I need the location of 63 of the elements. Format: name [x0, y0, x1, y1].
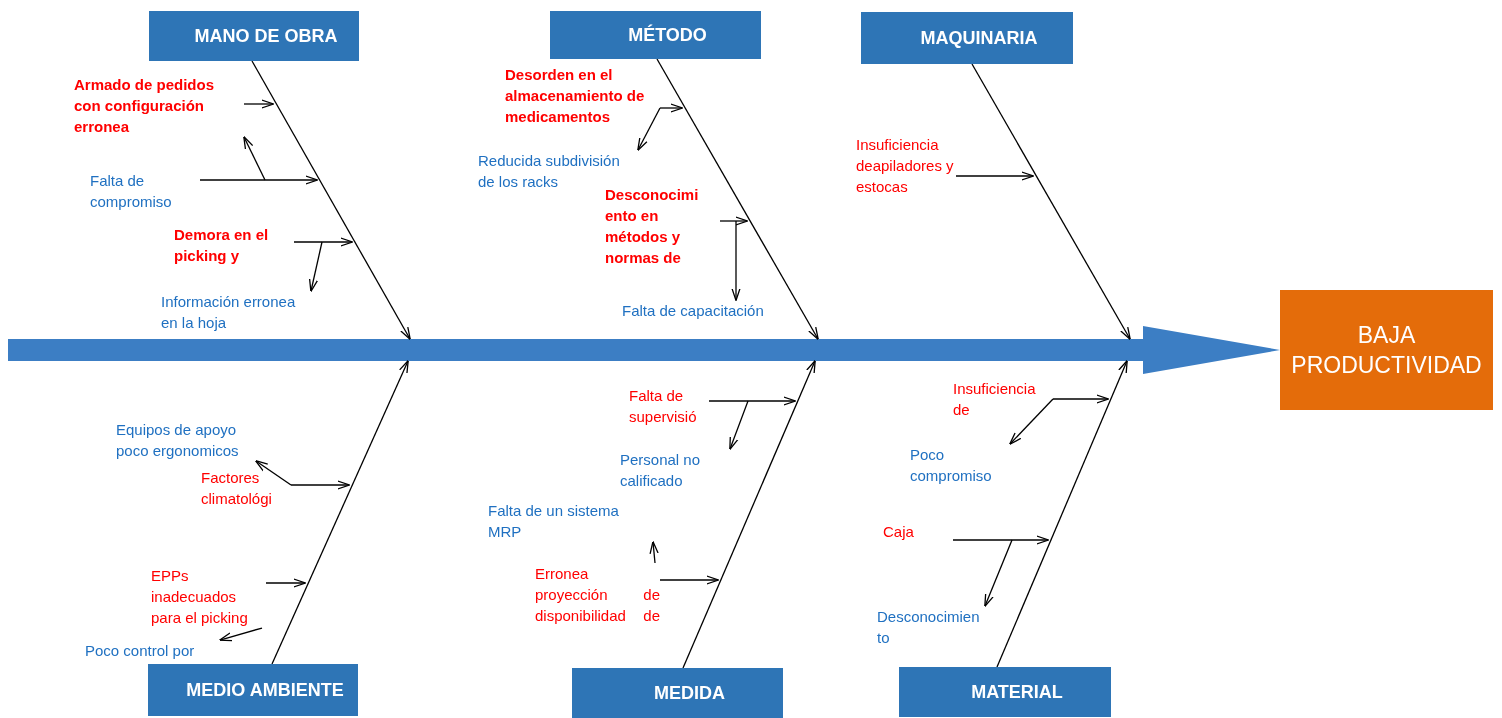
arrow: [265, 578, 307, 588]
cause-label: Armado de pedidos con configuración erronea: [74, 74, 244, 137]
arrow: [656, 58, 819, 341]
arrow: [290, 480, 351, 490]
cause-label: Equipos de apoyo poco ergonomicos: [116, 419, 256, 461]
category-box: [148, 664, 358, 716]
cause-label: Insuficiencia de: [953, 378, 1053, 420]
category-label: MÉTODO: [628, 23, 707, 47]
cause-label: Personal no calificado: [620, 449, 730, 491]
category-box: [550, 11, 761, 59]
cause-label: EPPs inadecuados para el picking: [151, 565, 266, 628]
arrow: [659, 575, 720, 585]
arrow: [682, 359, 816, 669]
cause-label: Desconocimi ento en métodos y normas de: [605, 184, 720, 268]
arrow: [996, 359, 1128, 668]
arrow: [649, 540, 659, 564]
arrow: [308, 241, 323, 293]
arrow: [637, 107, 661, 152]
category-box: [899, 667, 1111, 717]
arrow: [1052, 394, 1110, 404]
cause-label: Falta de supervisió: [629, 385, 709, 427]
arrow: [243, 99, 275, 109]
arrow: [271, 359, 409, 665]
category-label: MAQUINARIA: [920, 26, 1038, 50]
arrow: [731, 220, 741, 302]
arrow: [729, 400, 749, 451]
arrow: [243, 135, 266, 181]
cause-label: Insuficiencia deapiladores y estocas: [856, 134, 956, 197]
cause-label: Demora en el picking y: [174, 224, 294, 266]
cause-label: Erronea proyección de disponibilidad de: [535, 563, 660, 626]
category-box: [861, 12, 1073, 64]
cause-label: Poco compromiso: [910, 444, 1010, 486]
arrow: [955, 171, 1035, 181]
cause-label: Falta de compromiso: [90, 170, 200, 212]
cause-label: Poco control por: [85, 640, 220, 661]
arrow: [199, 175, 319, 185]
arrow: [971, 63, 1131, 341]
arrow: [254, 460, 292, 486]
arrow: [952, 535, 1050, 545]
arrow: [218, 627, 263, 642]
arrow: [251, 60, 411, 341]
category-label: MATERIAL: [971, 680, 1063, 704]
category-label: MEDIDA: [654, 681, 725, 705]
spine-arrow: [8, 326, 1280, 374]
problem-label: BAJA PRODUCTIVIDAD: [1290, 321, 1483, 380]
problem-box: [1280, 290, 1493, 410]
arrow: [719, 216, 749, 226]
arrow: [1009, 398, 1054, 445]
category-box: [149, 11, 359, 61]
category-label: MEDIO AMBIENTE: [186, 678, 344, 702]
cause-label: Falta de un sistema MRP: [488, 500, 653, 542]
cause-label: Falta de capacitación: [622, 300, 792, 321]
cause-label: Caja: [883, 521, 953, 542]
arrow: [293, 237, 354, 247]
cause-label: Factores climatológi: [201, 467, 291, 509]
arrow: [659, 103, 684, 113]
cause-label: Desorden en el almacenamiento de medicamentos: [505, 64, 660, 127]
category-box: [572, 668, 783, 718]
cause-label: Desconocimien to: [877, 606, 985, 648]
cause-label: Información erronea en la hoja: [161, 291, 311, 333]
category-label: MANO DE OBRA: [194, 24, 338, 48]
arrow: [708, 396, 797, 406]
arrow: [984, 539, 1013, 608]
